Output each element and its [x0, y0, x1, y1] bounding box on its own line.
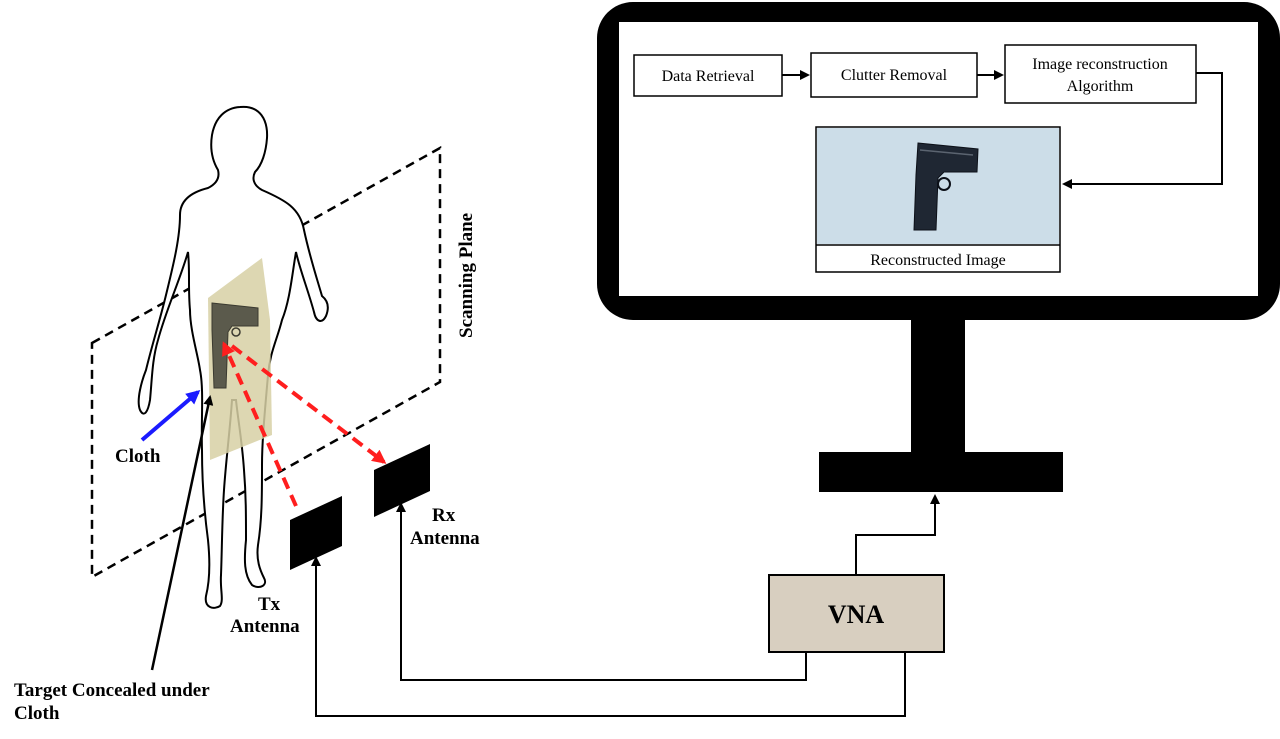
scanning-plane: [90, 145, 442, 580]
arrow-vna-to-tx: [311, 556, 906, 717]
scanning-plane-label: Scanning Plane: [456, 213, 477, 338]
data-retrieval-label: Data Retrieval: [662, 68, 755, 85]
vna-box: [768, 574, 945, 653]
reconstructed-image-label: Reconstructed Image: [870, 252, 1006, 269]
image-reconstruction-label-line2: Algorithm: [1067, 78, 1134, 95]
vna-label: VNA: [828, 600, 885, 629]
arrow-vna-to-rx: [396, 502, 807, 681]
rx-antenna: [374, 444, 430, 517]
tx-label-line1: Tx: [258, 594, 281, 615]
cloth-pointer-arrow: [140, 390, 201, 442]
rx-label-line1: Rx: [432, 505, 456, 526]
clutter-removal-label: Clutter Removal: [841, 67, 948, 84]
tx-wave-arrow: [222, 341, 298, 507]
reconstructed-gun-icon: [913, 142, 979, 231]
tx-antenna: [290, 496, 342, 570]
rx-wave-arrow: [230, 344, 387, 464]
image-reconstruction-label-line1: Image reconstruction: [1032, 56, 1168, 73]
monitor-stand-neck: [911, 320, 965, 456]
tx-label-line2: Antenna: [230, 616, 300, 637]
concealed-gun-icon: [211, 302, 259, 389]
target-pointer-arrow: [150, 395, 214, 671]
arrow-reconstruction-to-image: [1062, 72, 1223, 189]
target-label-line1: Target Concealed under: [14, 680, 210, 701]
cloth-label: Cloth: [115, 446, 161, 467]
monitor-stand-base: [819, 452, 1063, 492]
rx-label-line2: Antenna: [410, 528, 480, 549]
arrow-vna-to-monitor: [855, 494, 940, 575]
target-label-line2: Cloth: [14, 703, 60, 724]
